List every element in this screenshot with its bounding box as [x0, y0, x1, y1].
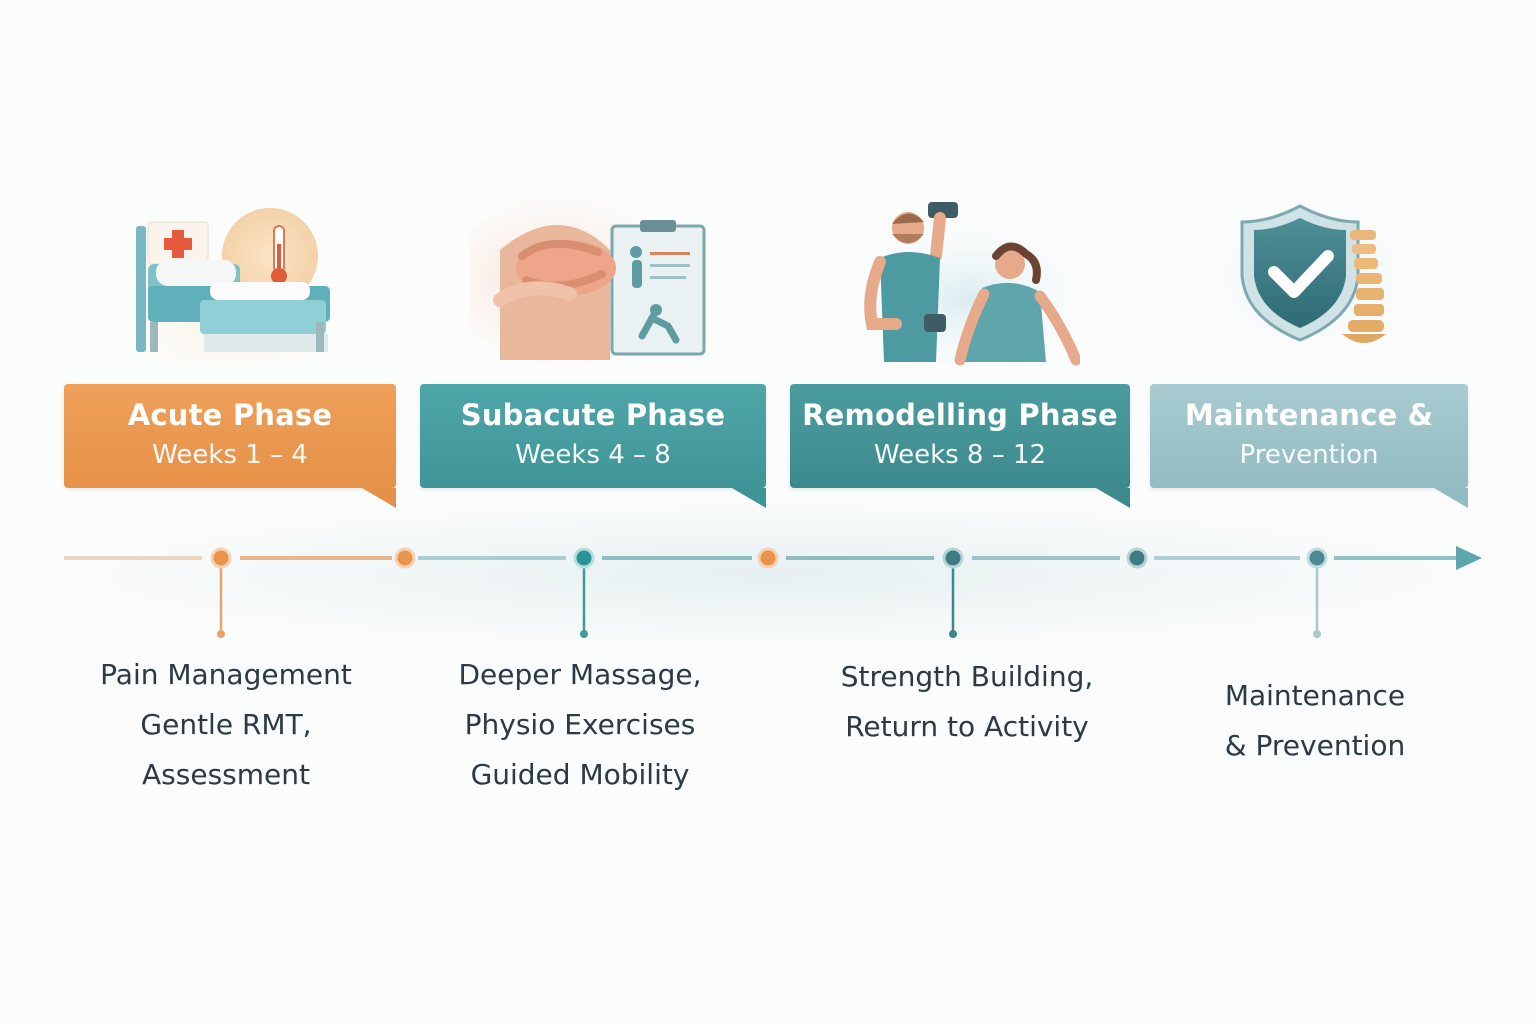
milestone-dot	[757, 547, 779, 569]
timeline-arrow	[64, 546, 1482, 638]
activity-line: Gentle RMT,	[140, 708, 312, 741]
milestone-stem-end	[580, 630, 588, 638]
arrowhead	[1456, 546, 1482, 570]
phase-weeks: Weeks 4 – 8	[515, 440, 671, 470]
activity-line: Deeper Massage,	[458, 658, 702, 691]
milestone-dot	[1126, 547, 1148, 569]
banner-pointer	[362, 488, 396, 508]
milestone-stem-end	[217, 630, 225, 638]
phase-title: Remodelling Phase	[802, 398, 1118, 432]
phase-title: Subacute Phase	[460, 398, 726, 432]
phase-banner-acute: Acute Phase Weeks 1 – 4	[64, 384, 396, 508]
milestone-dot	[394, 547, 416, 569]
phase-banner-subacute: Subacute Phase Weeks 4 – 8	[420, 384, 766, 508]
massage-hands-clipboard-icon	[470, 190, 720, 370]
banner-pointer	[1096, 488, 1130, 508]
phase-title: Maintenance &	[1184, 398, 1434, 432]
phase-weeks: Prevention	[1239, 440, 1379, 470]
milestone-stem-end	[1313, 630, 1321, 638]
phase-banner-remodelling: Remodelling Phase Weeks 8 – 12	[790, 384, 1130, 508]
people-exercising-icon	[840, 196, 1080, 366]
banner-pointer	[732, 488, 766, 508]
activity-line: Physio Exercises	[464, 708, 696, 741]
phase-weeks: Weeks 8 – 12	[873, 440, 1047, 470]
phase-activities-subacute: Deeper Massage, Physio Exercises Guided …	[420, 650, 740, 800]
activity-line: Strength Building,	[840, 660, 1094, 693]
activity-line: Maintenance	[1224, 679, 1406, 712]
hospital-bed-thermometer-icon	[120, 196, 350, 366]
milestone-dot	[1306, 547, 1328, 569]
milestone-dot	[210, 547, 232, 569]
phase-weeks: Weeks 1 – 4	[152, 440, 308, 470]
activity-line: Assessment	[142, 758, 310, 791]
milestone-dot	[942, 547, 964, 569]
banner-pointer	[1434, 488, 1468, 508]
phase-banner-maintenance: Maintenance & Prevention	[1150, 384, 1468, 508]
background-wash	[40, 500, 1500, 650]
activity-line: & Prevention	[1224, 729, 1406, 762]
activity-line: Guided Mobility	[470, 758, 690, 791]
phase-activities-acute: Pain Management Gentle RMT, Assessment	[66, 650, 386, 800]
phase-activities-remodelling: Strength Building, Return to Activity	[802, 652, 1132, 752]
shield-check-spine-icon	[1200, 196, 1420, 366]
milestone-dot	[573, 547, 595, 569]
phase-title: Acute Phase	[127, 398, 333, 432]
activity-line: Pain Management	[100, 658, 352, 691]
phase-activities-maintenance: Maintenance & Prevention	[1160, 671, 1470, 771]
milestone-stem-end	[949, 630, 957, 638]
activity-line: Return to Activity	[845, 710, 1089, 743]
